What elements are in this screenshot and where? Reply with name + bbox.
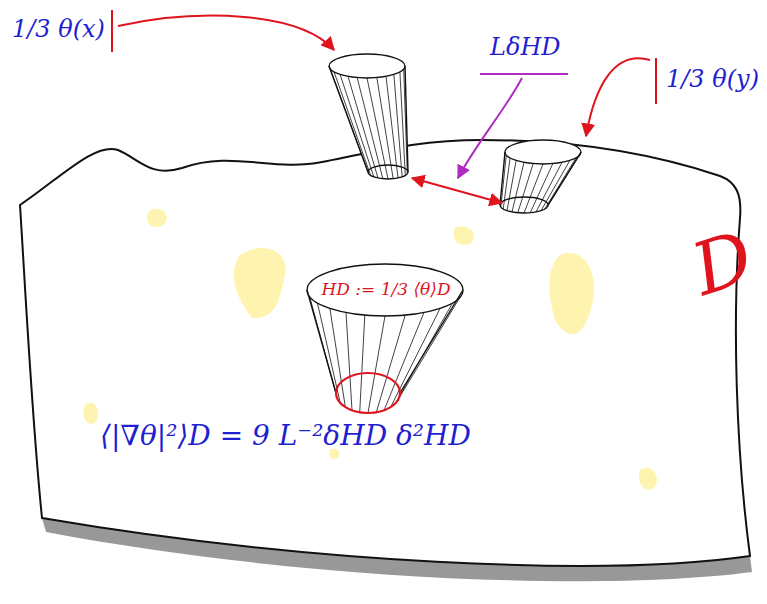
cone-base xyxy=(500,197,548,213)
shade-patch xyxy=(234,248,286,318)
cone-line xyxy=(307,290,336,393)
cone-line xyxy=(376,315,405,412)
cone-line xyxy=(548,152,581,205)
distance-arrow xyxy=(412,178,502,203)
cone-line xyxy=(360,315,365,412)
label-underline xyxy=(480,73,568,75)
cone-line xyxy=(340,74,374,176)
cone-line xyxy=(400,290,463,393)
formula: ⟨|∇θ|²⟩D = 9 L⁻²δHD δ²HD xyxy=(100,420,471,452)
shade-patch xyxy=(549,253,594,334)
cone-line xyxy=(541,160,570,210)
cone-base xyxy=(336,373,400,413)
cone-body xyxy=(329,66,408,179)
cone-line xyxy=(518,164,533,213)
cone-line xyxy=(524,164,543,213)
leader-arrow xyxy=(118,16,334,50)
shade-patch xyxy=(453,227,474,245)
cone-line xyxy=(348,76,378,178)
cone-line xyxy=(334,72,371,176)
expansion-label: 1/3 θ(x) xyxy=(12,16,105,44)
cone-line xyxy=(391,308,441,407)
leader-arrow xyxy=(586,58,650,136)
cone-rim xyxy=(307,264,463,316)
cone-line xyxy=(346,313,352,411)
length-label: LδHD xyxy=(490,34,561,62)
light-cone: HD := 1/3 ⟨θ⟩D xyxy=(300,258,470,418)
surface-outline xyxy=(20,140,750,566)
shade-patch xyxy=(83,403,98,424)
cone-base xyxy=(368,165,408,179)
cone-line xyxy=(512,162,524,212)
shade-patch xyxy=(147,209,167,227)
cone-line xyxy=(399,297,460,398)
cone-line xyxy=(357,78,383,179)
cone-line xyxy=(368,316,385,413)
cone-line xyxy=(386,76,398,178)
leader-arrow xyxy=(458,78,522,178)
expansion-label: 1/3 θ(y) xyxy=(666,66,759,94)
cone-line xyxy=(500,152,505,205)
definition: HD := 1/3 ⟨θ⟩D xyxy=(321,280,450,300)
label-bar xyxy=(111,10,113,52)
cone-line xyxy=(329,66,368,172)
cone-line xyxy=(384,313,424,411)
domain-surface: ⟨|∇θ|²⟩D = 9 L⁻²δHD δ²HDDHD := 1/3 ⟨θ⟩D xyxy=(8,128,760,596)
shade-patch xyxy=(639,468,657,490)
light-cones xyxy=(329,54,581,213)
cone-line xyxy=(536,162,562,212)
cone-line xyxy=(394,74,402,176)
label-bar xyxy=(655,58,657,104)
